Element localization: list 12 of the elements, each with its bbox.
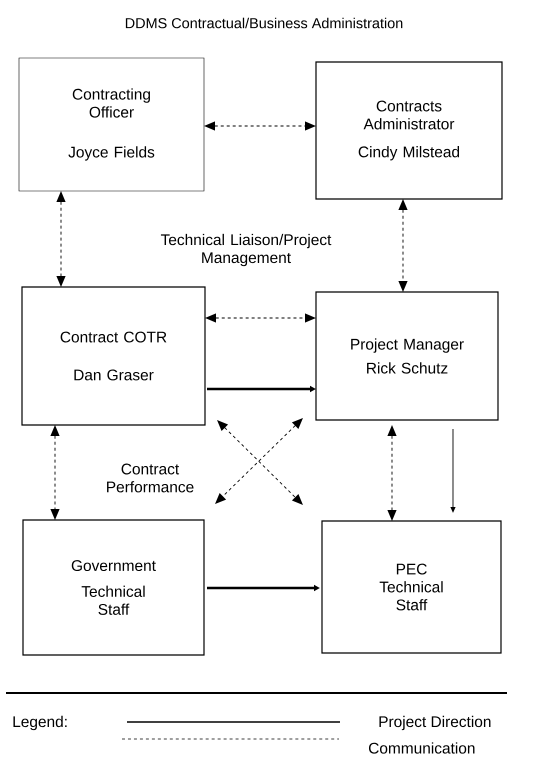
label-text: Technical Liaison/Project Management [160, 234, 332, 266]
process-box: Government Technical Staff [22, 519, 205, 656]
label-text: Contract Performance [107, 464, 194, 492]
legend-text: Project Direction [379, 716, 490, 730]
process-box: Contracts Administrator Cindy Milstead [315, 61, 503, 200]
process-box: Contracting Officer Joyce Fields [18, 58, 204, 192]
process-box: Project Manager Rick Schutz [315, 291, 499, 421]
process-box: Contract COTR Dan Graser [21, 286, 206, 426]
label-text: Legend: [13, 716, 67, 730]
title: DDMS Contractual/Business Administration [126, 18, 402, 28]
process-box: PEC Technical Staff [321, 520, 502, 654]
legend-text: Communication [368, 742, 474, 754]
